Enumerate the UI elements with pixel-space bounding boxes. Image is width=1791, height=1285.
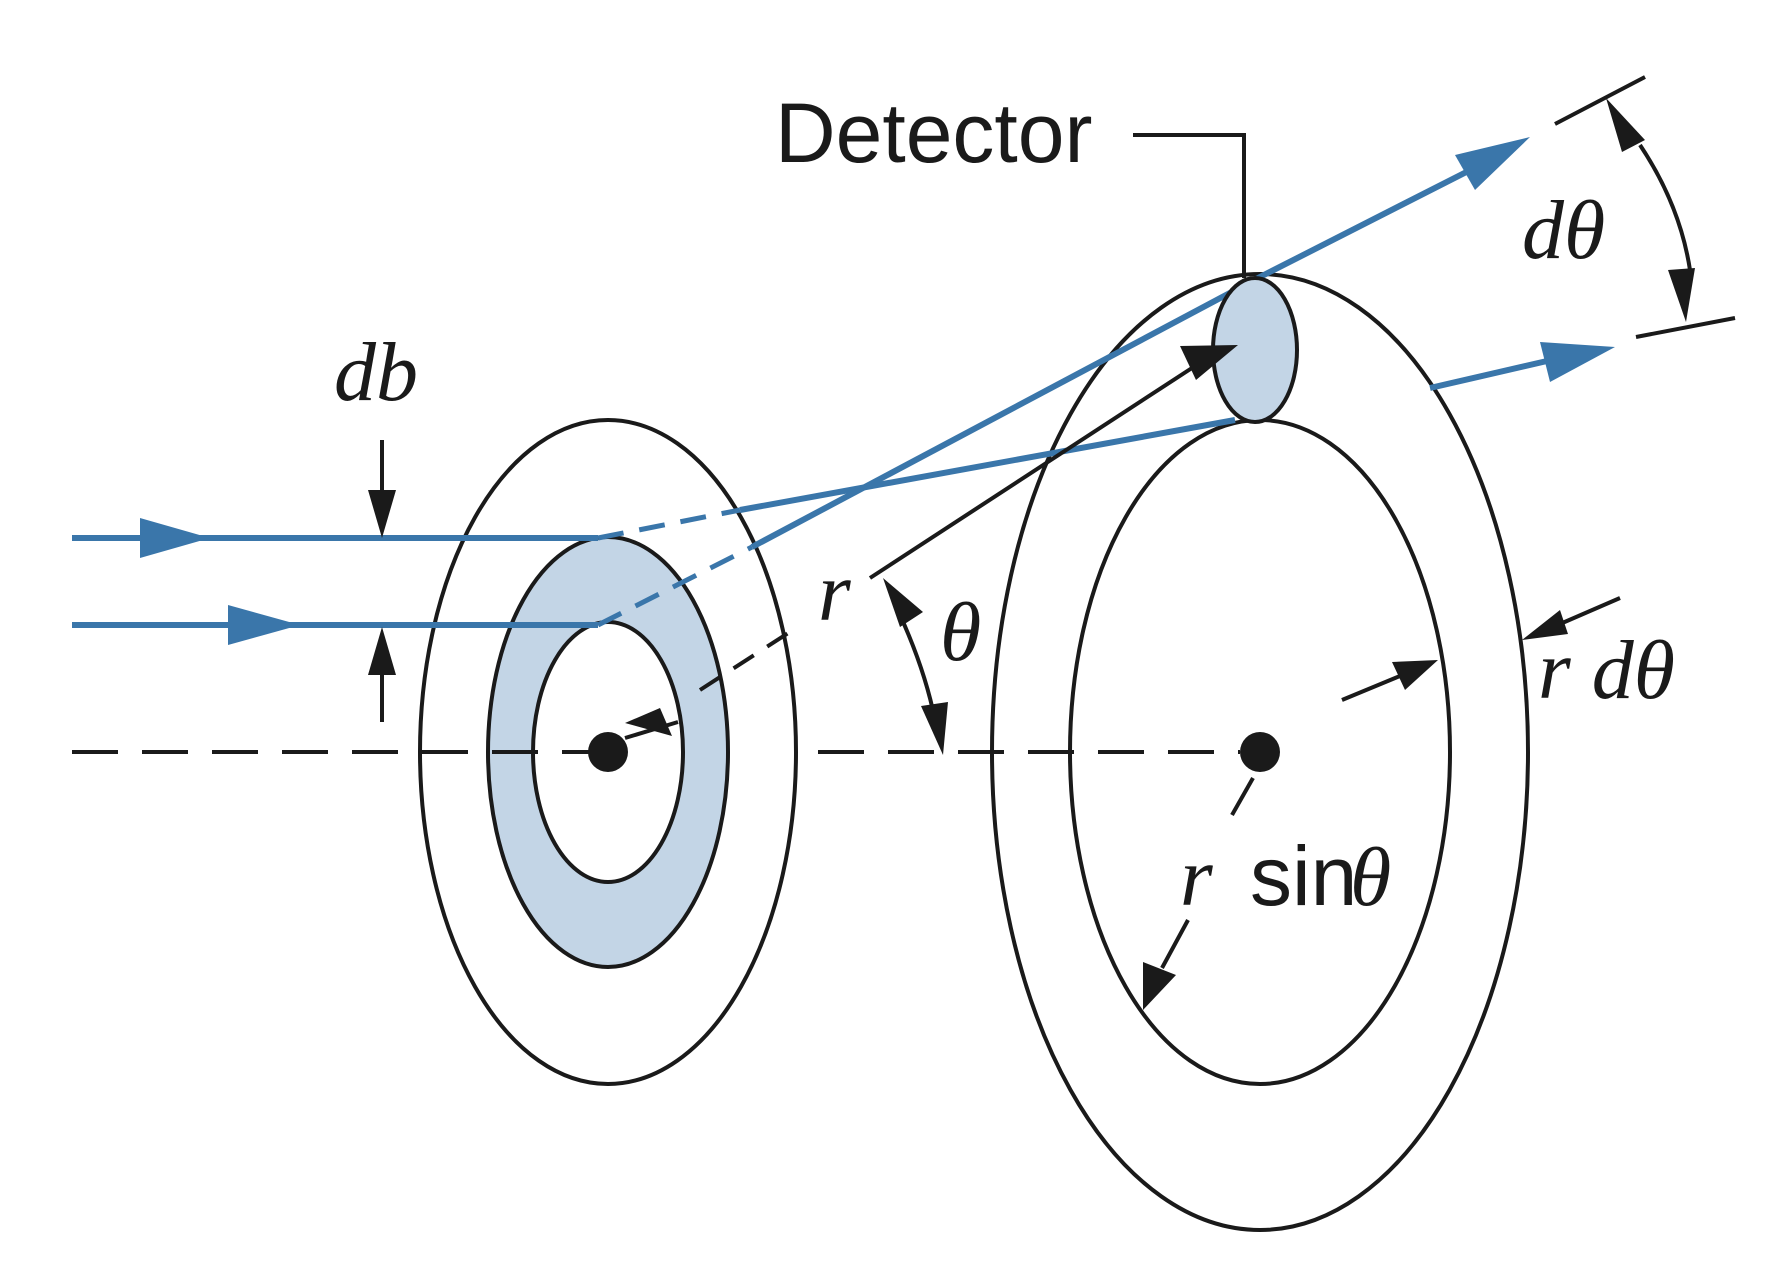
db-arrow-down [368, 490, 396, 538]
theta-marker: θ [883, 578, 981, 755]
target-center-dot [588, 732, 628, 772]
r-sin-theta-r: r [1180, 831, 1213, 924]
d-theta-marker: dθ [1522, 75, 1736, 339]
db-arrow-up [368, 627, 396, 675]
detector-label: Detector [775, 86, 1092, 180]
incoming-beams [72, 518, 598, 645]
d-theta-arrow-bottom [1668, 268, 1695, 322]
d-theta-arc [1638, 143, 1692, 271]
upper-beam-arrowhead [140, 518, 210, 558]
theta-label: θ [940, 586, 981, 679]
outgoing-lower-beam [1429, 355, 1561, 391]
outgoing-beams [1256, 137, 1615, 391]
r-d-theta-marker: r dθ [1341, 596, 1675, 717]
db-label: db [334, 326, 418, 419]
deflected-beams [596, 275, 1260, 628]
r-label: r [818, 546, 851, 639]
target-outer-ellipse [418, 418, 798, 1086]
target-ring-group [418, 418, 798, 1086]
theta-arrow-top [883, 578, 923, 627]
outgoing-upper-beam [1256, 157, 1492, 281]
db-marker: db [334, 326, 418, 722]
upper-deflected-beam [739, 417, 1236, 513]
r-sin-theta-sin: sin [1250, 829, 1357, 923]
r-sin-theta-marker: r sin θ [1143, 777, 1391, 1010]
outgoing-upper-arrowhead [1455, 137, 1530, 190]
detector-group: Detector [775, 86, 1299, 424]
theta-arrow-bottom [921, 702, 948, 755]
impact-radius-arrow [624, 708, 679, 740]
outgoing-lower-arrowhead [1540, 342, 1615, 382]
d-theta-label: dθ [1522, 184, 1605, 277]
d-theta-arrow-top [1606, 98, 1645, 152]
lower-beam-arrowhead [228, 605, 300, 645]
scatter-center-dot [1240, 732, 1280, 772]
r-d-theta-label: r dθ [1538, 624, 1675, 717]
r-sin-theta-theta: θ [1350, 831, 1391, 924]
lower-deflected-beam [750, 275, 1260, 550]
r-dashed-extension [698, 626, 798, 692]
r-vector: r [698, 345, 1238, 692]
theta-arc [898, 614, 937, 721]
r-vector-arrowhead [1180, 345, 1238, 380]
detector-leader-line [1133, 133, 1246, 278]
